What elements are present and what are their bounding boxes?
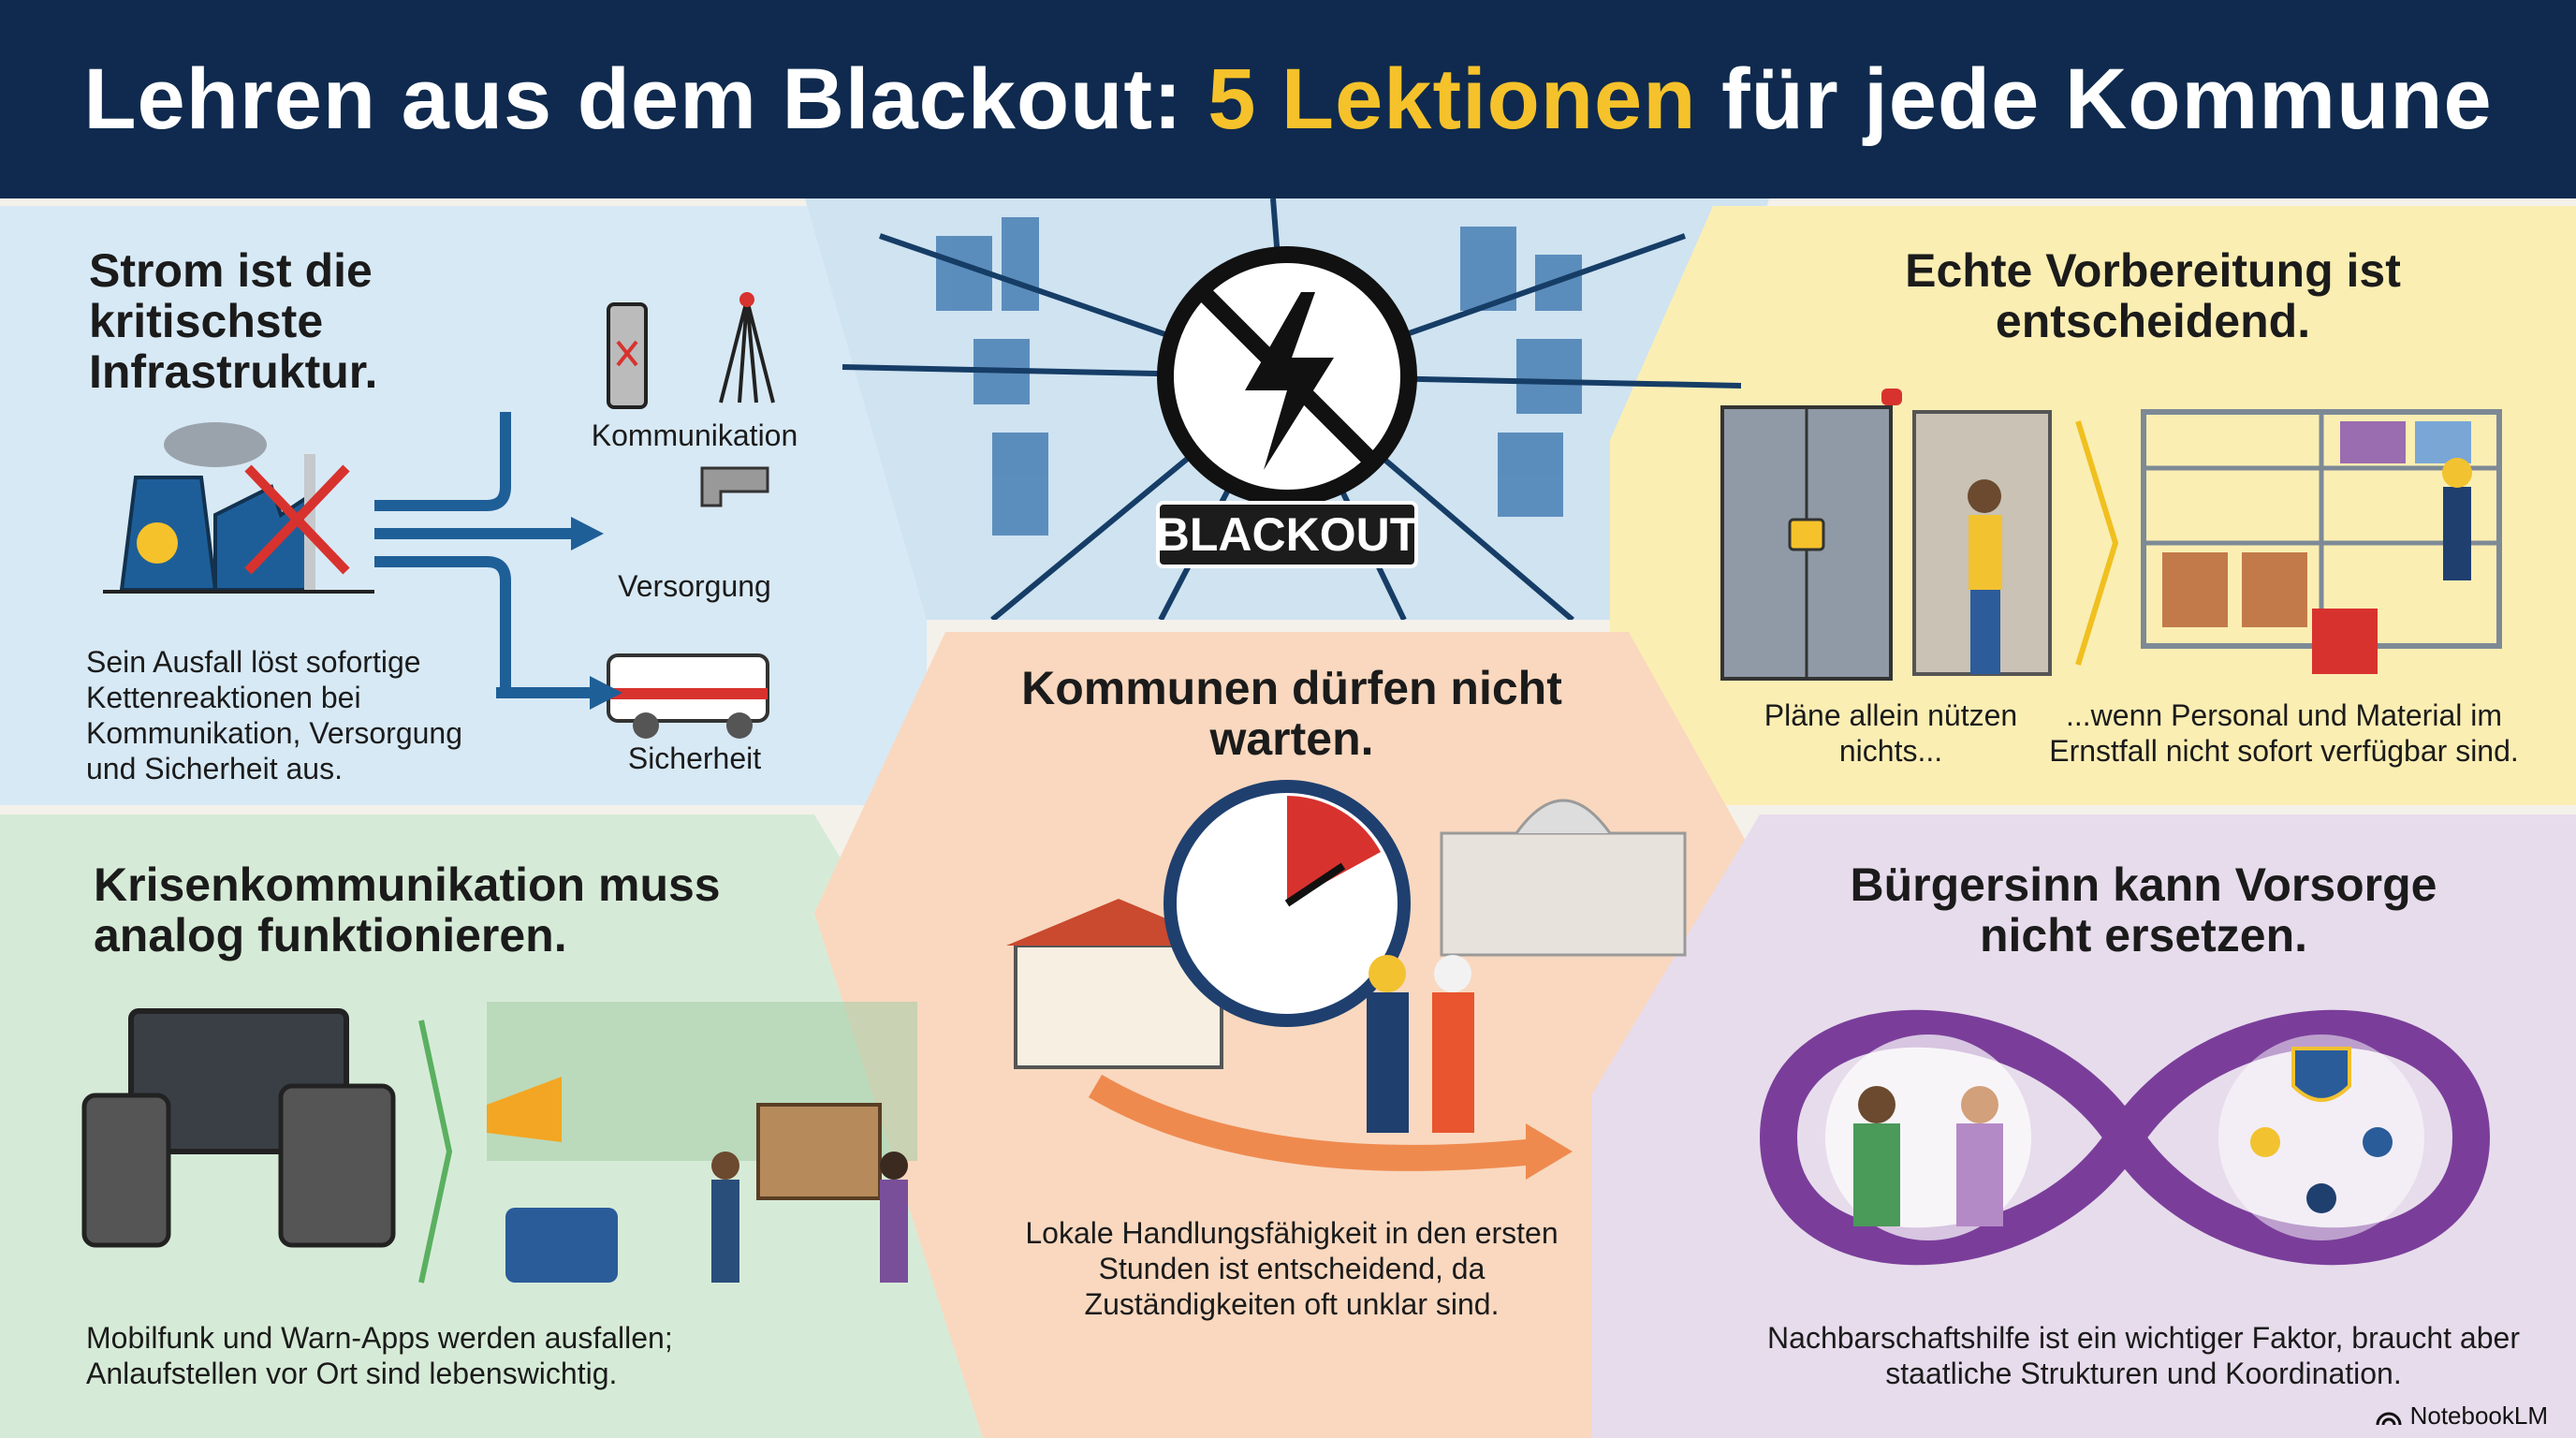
city-cracks-illustration [842, 198, 1742, 620]
notebooklm-icon [2376, 1412, 2402, 1425]
radio-icon [505, 1208, 618, 1283]
blackout-badge: BLACKOUT [1156, 501, 1418, 568]
lesson1-body: Sein Ausfall löst sofortige Kettenreakti… [86, 645, 462, 785]
lesson3-body: Mobilfunk und Warn-Apps werden ausfallen… [86, 1321, 673, 1390]
tower-icon [719, 299, 775, 404]
label-kommunikation: Kommunikation [591, 418, 798, 452]
services-icons [496, 292, 775, 739]
lesson2-caption-left: Pläne allein nützen nichts... [1764, 698, 2018, 768]
power-plant-icon [103, 412, 604, 693]
government-building-icon [1440, 831, 1687, 957]
lesson5-title: Bürgersinn kann Vorsorge nicht ersetzen. [1850, 858, 2437, 961]
lesson5-body: Nachbarschaftshilfe ist ein wichtiger Fa… [1767, 1321, 2520, 1390]
faucet-icon [700, 466, 769, 507]
brand-label: NotebookLM [2409, 1401, 2548, 1430]
neighbor-icon [1853, 1123, 1900, 1226]
broken-tablet-icon [278, 1083, 396, 1248]
lesson3-title: Krisenkommunikation muss analog funktion… [94, 858, 721, 961]
analog-communication-illustration [81, 1002, 917, 1284]
lesson4-body: Lokale Handlungsfähigkeit in den ersten … [1025, 1216, 1559, 1321]
label-versorgung: Versorgung [618, 569, 771, 603]
lesson2-title: Echte Vorbereitung ist entscheidend. [1905, 244, 2401, 347]
infinity-cooperation-illustration [1759, 1009, 2491, 1266]
notice-board-icon [756, 1103, 882, 1200]
title-part2: für jede Kommune [1720, 51, 2493, 147]
preparation-illustration [1720, 389, 2502, 681]
notebooklm-logo: NotebookLM [2375, 1401, 2548, 1431]
shield-icon [2291, 1047, 2351, 1102]
lesson4-title: Kommunen dürfen nicht warten. [1021, 662, 1562, 765]
megaphone-icon [487, 1077, 562, 1142]
label-sicherheit: Sicherheit [627, 741, 762, 775]
infinity-icon [1759, 1009, 2491, 1266]
firefighter-icon [1367, 992, 1409, 1133]
broken-phone-icon [81, 1093, 171, 1248]
header: Lehren aus dem Blackout: 5 Lektionen für… [0, 0, 2576, 198]
lesson1-title: Strom ist die kritischste Infrastruktur. [89, 244, 378, 398]
page-title: Lehren aus dem Blackout: 5 Lektionen für… [83, 51, 2492, 149]
urgent-action-illustration [1006, 780, 1687, 1180]
lock-icon [1788, 518, 1825, 551]
title-part1: Lehren aus dem Blackout: [83, 51, 1183, 147]
lesson2-caption-right: ...wenn Personal und Material im Ernstfa… [2049, 698, 2519, 768]
title-accent: 5 Lektionen [1208, 51, 1697, 147]
